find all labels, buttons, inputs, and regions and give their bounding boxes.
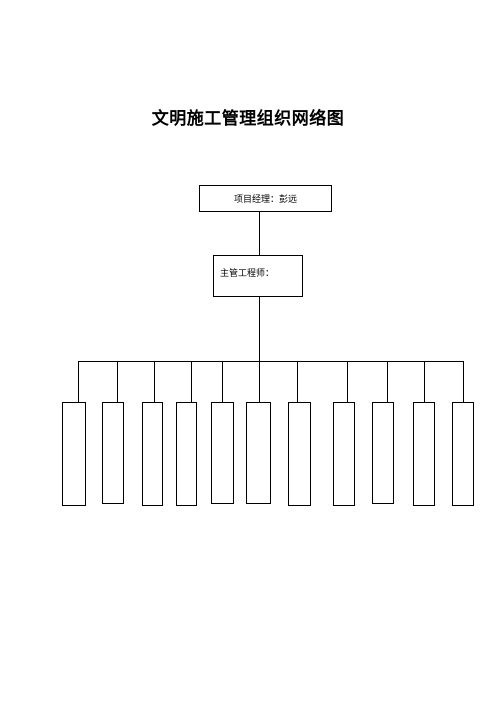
- project-manager-box: 项目经理：彭远: [199, 185, 332, 212]
- branch-box: [62, 402, 86, 506]
- branch-connector: [78, 361, 79, 402]
- branch-box: [288, 402, 311, 506]
- branch-bus-line: [78, 361, 463, 362]
- chief-engineer-label: 主管工程师：: [220, 269, 275, 279]
- branch-connector: [222, 361, 223, 402]
- chief-engineer-box: 主管工程师：: [213, 255, 303, 297]
- branch-connector: [347, 361, 348, 402]
- branch-connector: [154, 361, 155, 402]
- branch-box: [102, 402, 124, 504]
- branch-connector: [191, 361, 192, 402]
- branch-box: [452, 402, 474, 506]
- page-title: 文明施工管理组织网络图: [151, 109, 345, 129]
- branch-box: [176, 402, 197, 506]
- branch-box: [142, 402, 163, 506]
- branch-box: [211, 402, 234, 504]
- branch-box: [372, 402, 394, 504]
- connector-manager-to-chief: [259, 212, 260, 255]
- branch-connector: [259, 361, 260, 402]
- branch-connector: [117, 361, 118, 402]
- branch-connector: [297, 361, 298, 402]
- branch-connector: [424, 361, 425, 402]
- connector-chief-to-bus: [259, 297, 260, 361]
- branch-connector: [387, 361, 388, 402]
- project-manager-label: 项目经理：彭远: [233, 195, 297, 205]
- branch-box: [246, 402, 271, 504]
- branch-connector: [463, 361, 464, 402]
- branch-box: [333, 402, 355, 506]
- branch-box: [413, 402, 435, 506]
